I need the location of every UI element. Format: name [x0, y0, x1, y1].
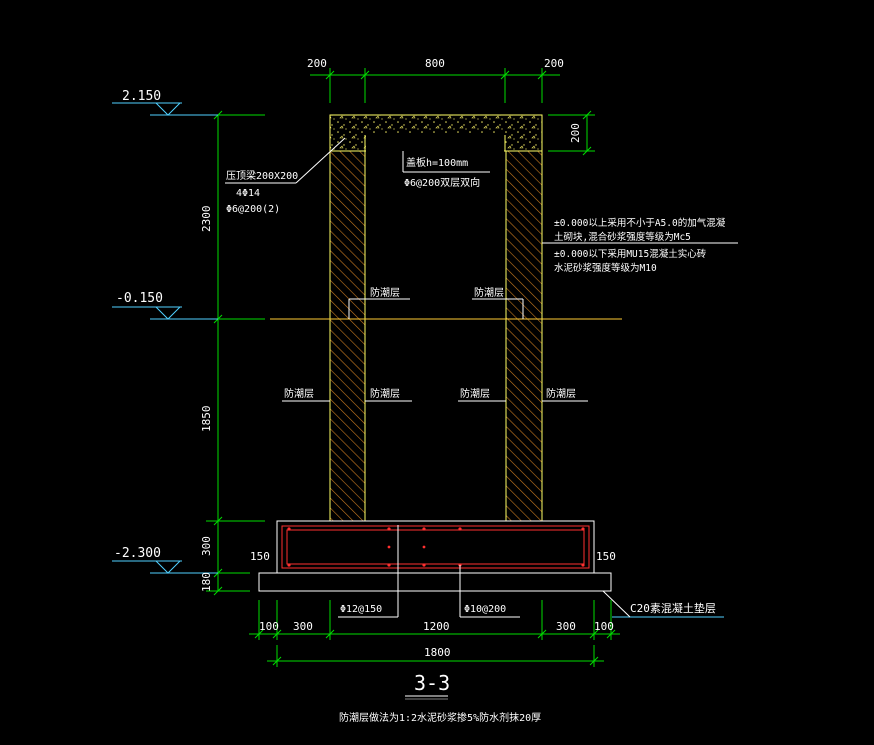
dim-bottom-2: 300 [293, 620, 313, 633]
damp-proof-label-3: 防潮层 [284, 387, 314, 400]
dim-top-left: 200 [307, 57, 327, 70]
damp-proof-label-1: 防潮层 [370, 286, 400, 299]
dim-bottom-5: 100 [594, 620, 614, 633]
elevation-foundation: -2.300 [114, 546, 161, 561]
footing-rebar-inner [286, 529, 585, 565]
footing [276, 520, 595, 574]
dim-bottom-1: 100 [259, 620, 279, 633]
dim-bottom-4: 300 [556, 620, 576, 633]
elevation-ground: -0.150 [116, 291, 163, 306]
dim-cap-height: 200 [569, 123, 582, 143]
dim-top-opening: 800 [425, 57, 445, 70]
dim-cover-left: 150 [250, 550, 270, 563]
cover-slab-rebar: Φ6@200双层双向 [404, 176, 480, 189]
section-label: 3-3 [414, 671, 450, 695]
dim-top-right: 200 [544, 57, 564, 70]
damp-proof-label-5: 防潮层 [460, 387, 490, 400]
elevation-top: 2.150 [122, 89, 161, 104]
damp-proof-label-4: 防潮层 [370, 387, 400, 400]
dim-pad-height: 180 [200, 572, 213, 592]
cover-slab-label: 盖板h=100mm [406, 156, 468, 169]
dim-total-width: 1800 [424, 646, 451, 659]
wall-below-note-2: 水泥砂浆强度等级为M10 [554, 262, 657, 274]
ring-beam-label: 压顶梁200X200 [226, 169, 298, 182]
wall-above-note-1: ±0.000以上采用不小于A5.0的加气混凝 [554, 217, 726, 229]
dim-cover-right: 150 [596, 550, 616, 563]
rebar-dots [287, 527, 585, 567]
leader-lines [225, 137, 738, 618]
damp-proof-label-6: 防潮层 [546, 387, 576, 400]
pad-label: C20素混凝土垫层 [630, 601, 716, 615]
damp-proof-label-2: 防潮层 [474, 286, 504, 299]
dimension-lines [206, 68, 620, 667]
footing-rebar-b: Φ10@200 [464, 604, 506, 615]
wall-above-note-2: 土砌块,混合砂浆强度等级为Mc5 [554, 231, 691, 243]
left-wall [329, 150, 366, 522]
dim-footing-height: 300 [200, 536, 213, 556]
ring-beam-stirrups: Φ6@200(2) [226, 204, 280, 215]
elevation-markers [112, 102, 724, 618]
concrete-pad [258, 572, 612, 592]
footing-rebar-a: Φ12@150 [340, 604, 382, 615]
wall-below-note-1: ±0.000以下采用MU15混凝土实心砖 [554, 248, 707, 260]
dim-upper-height: 2300 [200, 206, 213, 233]
dim-bottom-3: 1200 [423, 620, 450, 633]
right-wall [505, 150, 543, 522]
ring-beam-main-rebar: 4Φ14 [236, 188, 260, 199]
cap-opening [366, 134, 504, 152]
footing-rebar-outer [281, 525, 590, 569]
dim-lower-height: 1850 [200, 406, 213, 433]
damp-proof-note: 防潮层做法为1:2水泥砂浆掺5%防水剂抹20厚 [339, 711, 541, 724]
